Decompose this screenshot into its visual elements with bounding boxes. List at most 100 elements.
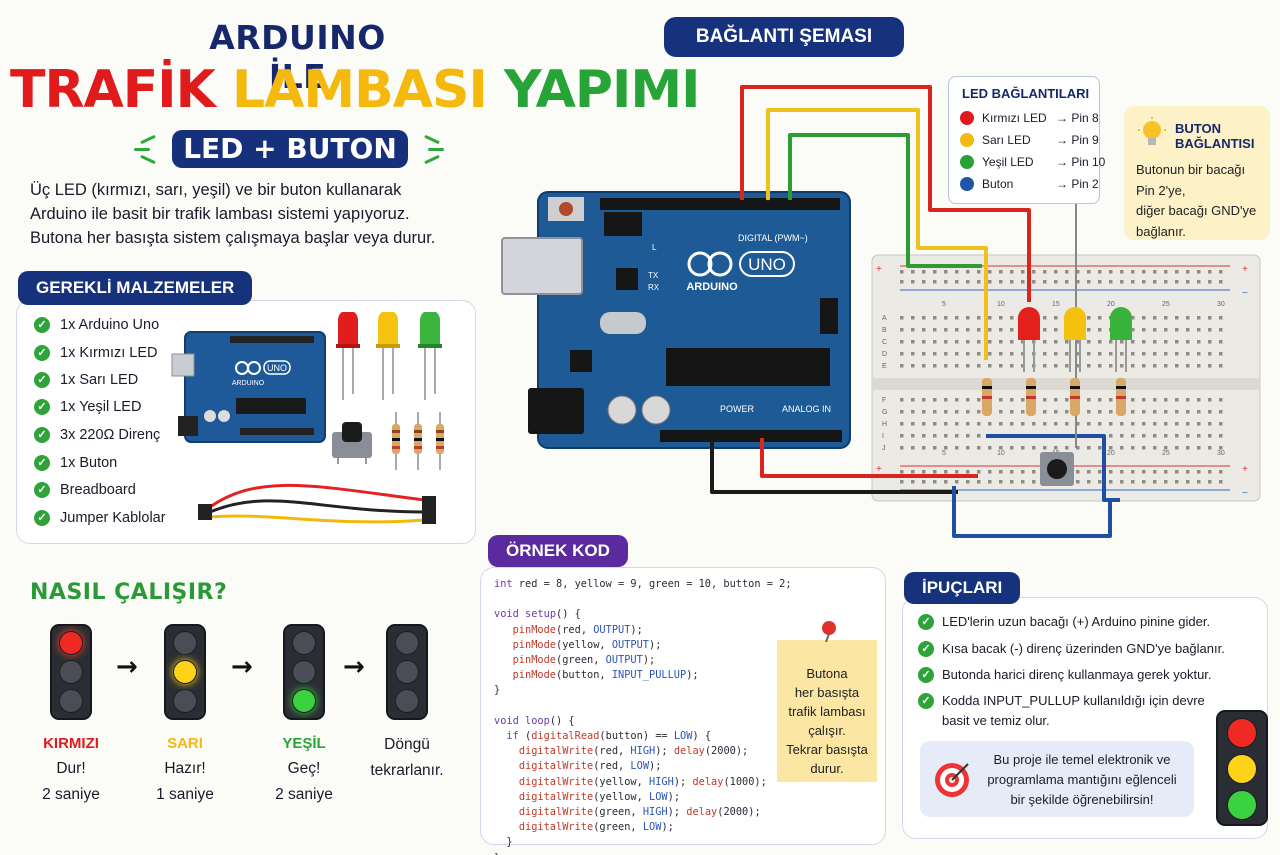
breadboard-hole [1142, 280, 1146, 284]
breadboard-hole [1054, 398, 1058, 402]
breadboard-hole [1021, 480, 1025, 484]
breadboard-hole [922, 280, 926, 284]
materials-header: GEREKLİ MALZEMELER [18, 271, 253, 305]
breadboard-hole [1131, 270, 1135, 274]
target-icon [935, 763, 969, 797]
breadboard-hole [1109, 398, 1113, 402]
breadboard-hole [1153, 352, 1157, 356]
breadboard-hole [1186, 340, 1190, 344]
title-word-green: YAPIMI [503, 60, 700, 120]
breadboard-hole [1131, 352, 1135, 356]
breadboard-hole [1186, 316, 1190, 320]
tip-item: ✓Kısa bacak (-) direnç üzerinden GND'ye … [918, 639, 1225, 659]
breadboard-hole [1010, 316, 1014, 320]
check-icon: ✓ [34, 345, 50, 361]
breadboard-hole [1043, 422, 1047, 426]
breadboard-col-label: 30 [1217, 450, 1225, 457]
breadboard-hole [1186, 364, 1190, 368]
breadboard-hole [1197, 340, 1201, 344]
breadboard-hole [1197, 480, 1201, 484]
traffic-light-icon [1216, 710, 1268, 826]
breadboard-hole [1208, 480, 1212, 484]
breadboard-hole [900, 410, 904, 414]
yellow-wire [766, 108, 988, 360]
material-item: ✓Breadboard [34, 482, 136, 498]
check-icon: ✓ [34, 510, 50, 526]
resistor-icon [414, 412, 422, 470]
microcontroller-chip [666, 348, 830, 386]
breadboard-hole [1219, 398, 1223, 402]
green-lamp [59, 689, 83, 713]
breadboard-hole [944, 446, 948, 450]
breadboard-hole [933, 470, 937, 474]
analog-label: ANALOG IN [782, 404, 831, 414]
breadboard-hole [1054, 316, 1058, 320]
breadboard-hole [1142, 364, 1146, 368]
breadboard-hole [1186, 280, 1190, 284]
breadboard-hole [1208, 422, 1212, 426]
arrow-icon: → [343, 652, 365, 682]
breadboard-hole [1010, 340, 1014, 344]
breadboard-hole [1175, 470, 1179, 474]
breadboard-hole [1043, 398, 1047, 402]
breadboard-hole [1197, 398, 1201, 402]
sparkle-decoration [424, 154, 440, 165]
breadboard-hole [1197, 470, 1201, 474]
breadboard-hole [1010, 352, 1014, 356]
breadboard-hole [1197, 270, 1201, 274]
small-arduino-board-icon: UNO ARDUINO [171, 331, 326, 443]
breadboard-hole [1164, 470, 1168, 474]
check-icon: ✓ [34, 455, 50, 471]
breadboard-hole [1197, 352, 1201, 356]
breadboard-row-label: C [882, 339, 887, 346]
breadboard-hole [1131, 480, 1135, 484]
breadboard-hole [911, 398, 915, 402]
breadboard-hole [1142, 352, 1146, 356]
breadboard-hole [933, 280, 937, 284]
breadboard-hole [1120, 480, 1124, 484]
breadboard-hole [1120, 340, 1124, 344]
breadboard-hole [1208, 434, 1212, 438]
breadboard-red-led-icon [1018, 307, 1040, 372]
breadboard-hole [1065, 446, 1069, 450]
resistor-icon [392, 412, 400, 470]
breadboard-hole [999, 352, 1003, 356]
breadboard-hole [988, 340, 992, 344]
breadboard-hole [911, 434, 915, 438]
breadboard-hole [933, 316, 937, 320]
breadboard-hole [1175, 422, 1179, 426]
breadboard-hole [922, 364, 926, 368]
breadboard-hole [911, 270, 915, 274]
breadboard-hole [1153, 280, 1157, 284]
material-item: ✓1x Kırmızı LED [34, 345, 158, 361]
breadboard-hole [977, 446, 981, 450]
code-block: int red = 8, yellow = 9, green = 10, but… [494, 578, 792, 855]
breadboard-hole [1142, 316, 1146, 320]
breadboard-hole [1131, 398, 1135, 402]
breadboard-hole [955, 316, 959, 320]
breadboard-hole [1021, 340, 1025, 344]
breadboard-hole [1109, 364, 1113, 368]
breadboard-hole [1076, 470, 1080, 474]
breadboard-hole [1164, 352, 1168, 356]
breadboard-hole [933, 270, 937, 274]
breadboard-hole [966, 340, 970, 344]
breadboard-hole [966, 446, 970, 450]
breadboard-hole [988, 328, 992, 332]
digital-header [600, 198, 840, 210]
breadboard-hole [900, 446, 904, 450]
breadboard-hole [1131, 280, 1135, 284]
breadboard-hole [1120, 434, 1124, 438]
breadboard-hole [955, 480, 959, 484]
breadboard-hole [1087, 410, 1091, 414]
breadboard-hole [1010, 446, 1014, 450]
breadboard-hole [944, 270, 948, 274]
breadboard-hole [1109, 446, 1113, 450]
breadboard-hole [1131, 434, 1135, 438]
breadboard-hole [1219, 422, 1223, 426]
arrow-icon: → [231, 652, 253, 682]
breadboard-hole [911, 446, 915, 450]
breadboard-hole [966, 470, 970, 474]
breadboard-hole [1098, 352, 1102, 356]
breadboard-hole [966, 434, 970, 438]
